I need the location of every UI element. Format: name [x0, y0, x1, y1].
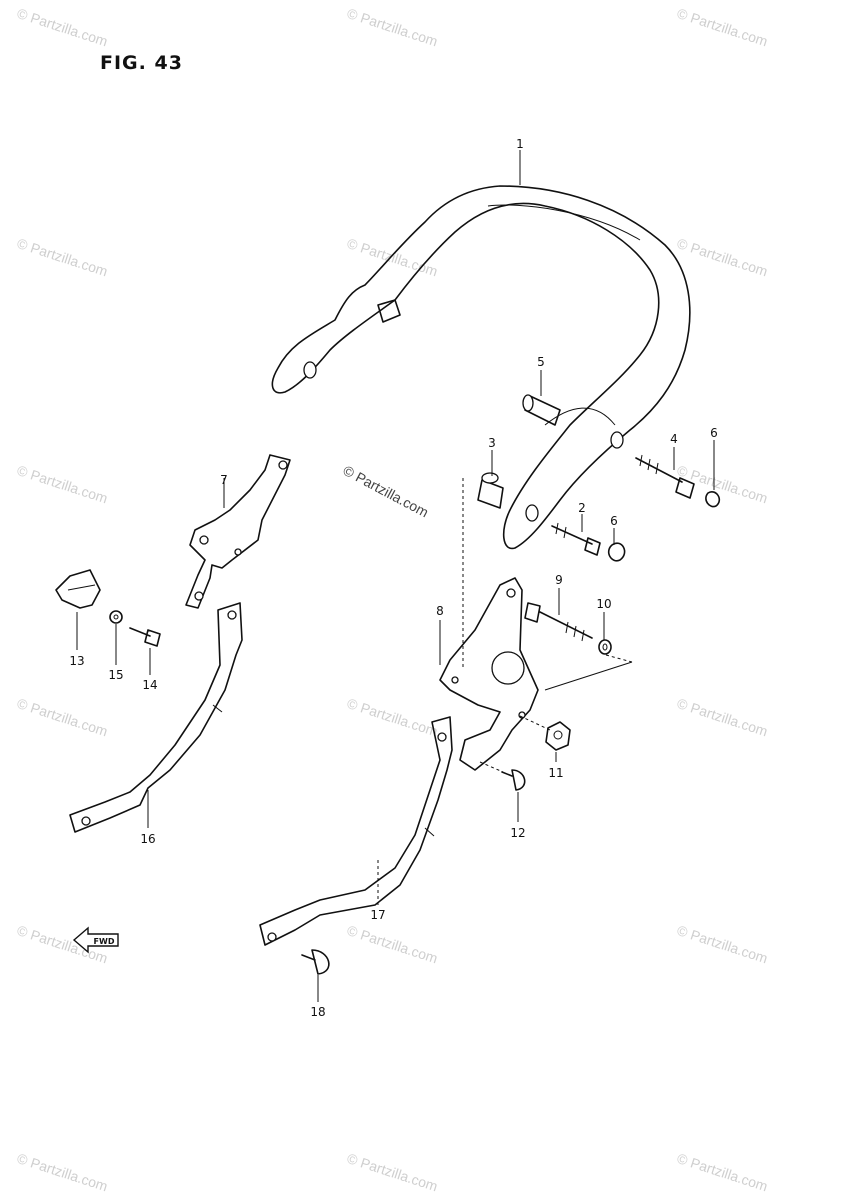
- collar-lower[interactable]: [477, 472, 504, 509]
- cap-upper[interactable]: [705, 491, 721, 508]
- part-number-label: 6: [710, 426, 718, 440]
- part-number-label: 15: [108, 668, 123, 682]
- part-number-label: 8: [436, 604, 444, 618]
- bracket-left[interactable]: [185, 454, 291, 609]
- nut-small[interactable]: [109, 610, 123, 624]
- bolt-upper[interactable]: [635, 454, 695, 499]
- grab-rail[interactable]: [271, 185, 691, 550]
- bolt-long[interactable]: [524, 602, 593, 642]
- part-number-label: 18: [310, 1005, 325, 1019]
- part-number-label: 6: [610, 514, 618, 528]
- bolt-small[interactable]: [129, 627, 161, 647]
- bolt-bottom[interactable]: [301, 949, 330, 975]
- part-number-label: 10: [596, 597, 611, 611]
- clip[interactable]: [55, 569, 101, 609]
- part-number-label: 1: [516, 137, 524, 151]
- part-number-label: 16: [140, 832, 155, 846]
- washer[interactable]: [598, 639, 612, 655]
- part-number-label: 5: [537, 355, 545, 369]
- part-number-label: 4: [670, 432, 678, 446]
- part-number-label: 3: [488, 436, 496, 450]
- bracket-plate[interactable]: [439, 577, 539, 771]
- front-arrow-label: FWD: [94, 937, 115, 946]
- stay-left[interactable]: [69, 602, 243, 833]
- nut-large[interactable]: [545, 721, 571, 751]
- stay-right[interactable]: [259, 716, 453, 946]
- part-number-label: 9: [555, 573, 563, 587]
- leader-lines: [76, 150, 715, 1002]
- figure-title: FIG. 43: [100, 52, 183, 74]
- front-direction-arrow-icon: FWD: [72, 926, 119, 954]
- part-number-label: 7: [220, 473, 228, 487]
- collar-upper[interactable]: [522, 394, 561, 426]
- part-number-label: 2: [578, 501, 586, 515]
- cap-lower[interactable]: [607, 542, 626, 562]
- part-number-label: 14: [142, 678, 157, 692]
- part-number-label: 17: [370, 908, 385, 922]
- bolt-short[interactable]: [501, 769, 526, 791]
- assembly-guide-line: [479, 761, 504, 773]
- bolt-lower[interactable]: [551, 522, 601, 556]
- assembly-guide-line: [605, 654, 633, 663]
- part-number-label: 12: [510, 826, 525, 840]
- assembly-guide-line: [519, 715, 551, 731]
- part-number-label: 13: [69, 654, 84, 668]
- part-number-label: 11: [548, 766, 563, 780]
- assembly-guide-line: [544, 661, 633, 691]
